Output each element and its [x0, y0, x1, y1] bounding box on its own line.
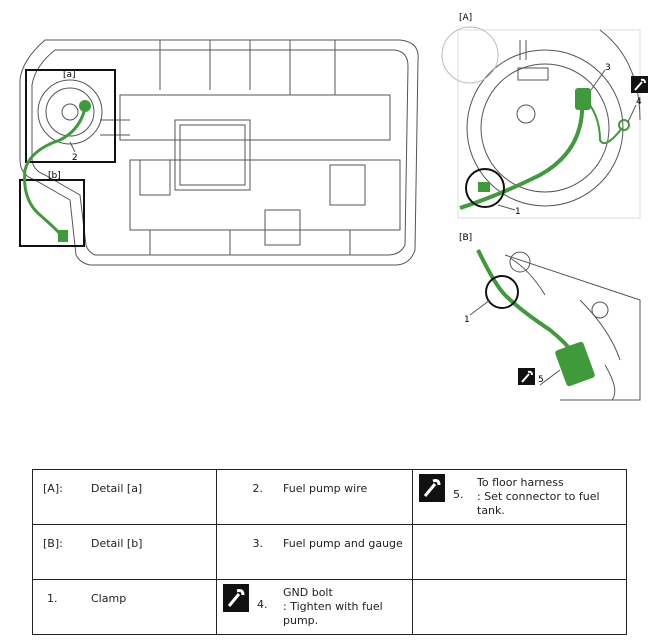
wrench-icon: [223, 584, 249, 612]
legend-number: 2.: [252, 482, 264, 495]
detail-B-view: [B] 1 5: [459, 233, 641, 401]
detail-label-a: [a]: [63, 70, 76, 80]
legend-tag: [A]:: [43, 482, 63, 495]
legend-row: [B]: Detail [b] 3. Fuel pump and gauge: [32, 524, 627, 580]
legend-number: 3.: [252, 537, 264, 550]
legend-desc: Detail [a]: [91, 482, 143, 495]
callout-1-a: 1: [515, 207, 521, 217]
callout-4-a: 4: [636, 97, 642, 107]
fuel-pump-wire-main: [23, 107, 87, 237]
detail-title-B: [B]: [459, 233, 472, 243]
legend-tag: [B]:: [43, 537, 63, 550]
callout-1-b: 1: [464, 315, 470, 325]
callout-3-a: 3: [605, 63, 611, 73]
callout-5-b: 5: [538, 375, 544, 385]
legend-row: 1. Clamp 4. GND bolt : Tighten with fuel…: [32, 579, 627, 635]
detail-label-b: [b]: [48, 171, 61, 181]
legend-note: : Tighten with fuel pump.: [283, 600, 383, 627]
fuel-pump-wire-detail-a: [459, 99, 585, 210]
fuel-tank-illustration: 2 [a] [b] [A] 1 3 4 [B]: [19, 13, 648, 401]
detail-A-view: [A] 1 3 4: [441, 13, 648, 219]
clamp-highlight-a: [465, 168, 505, 208]
fuel-pump-wire-detail-b: [476, 249, 577, 357]
legend-desc: Detail [b]: [91, 537, 143, 550]
legend-desc: GND bolt: [283, 586, 333, 599]
wrench-icon: [518, 368, 535, 385]
legend-note: : Set connector to fuel tank.: [477, 490, 600, 517]
legend-row: [A]: Detail [a] 2. Fuel pump wire 5. To …: [32, 469, 627, 525]
wrench-icon: [631, 76, 648, 93]
callout-2-main: 2: [72, 153, 78, 163]
fuel-tank-outline: [19, 39, 419, 266]
legend-desc: Fuel pump wire: [283, 482, 368, 495]
legend-number: 1.: [47, 592, 58, 605]
legend-table: [A]: Detail [a] 2. Fuel pump wire 5. To …: [32, 469, 627, 635]
detail-frame-a: [25, 69, 116, 163]
clamp-highlight-b: [485, 275, 519, 309]
pump-flange-main: [37, 79, 103, 145]
detail-frame-b: [19, 179, 85, 247]
detail-title-A: [A]: [459, 13, 472, 23]
legend-number: 4.: [257, 598, 268, 611]
legend-desc: Fuel pump and gauge: [283, 537, 403, 550]
legend-desc: To floor harness: [477, 476, 564, 489]
legend-desc: Clamp: [91, 592, 127, 605]
wrench-icon: [419, 474, 445, 502]
legend-number: 5.: [453, 488, 464, 501]
